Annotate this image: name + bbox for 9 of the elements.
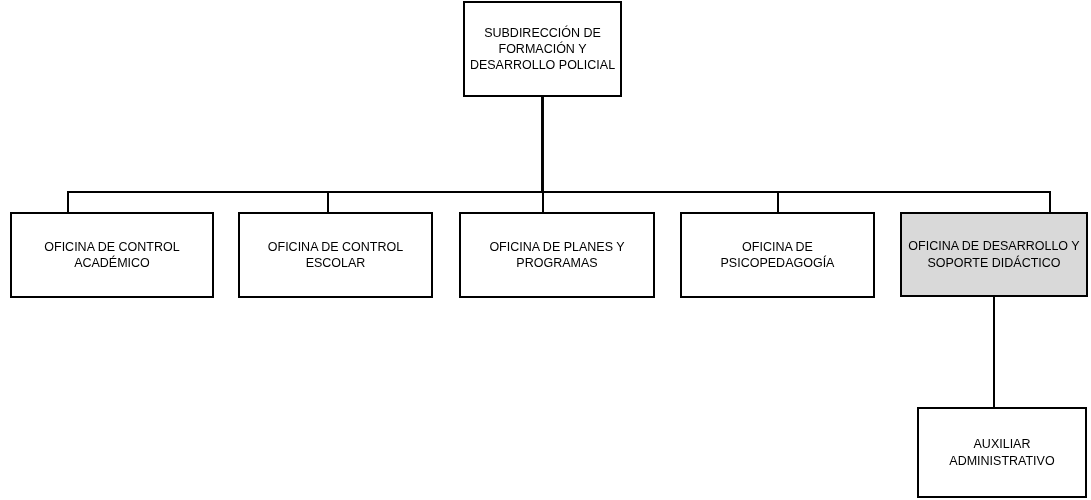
org-box: AUXILIAR ADMINISTRATIVO [917, 407, 1087, 498]
connector-line [993, 296, 995, 408]
org-box: OFICINA DE DESARROLLO Y SOPORTE DIDÁCTICO [900, 212, 1088, 297]
org-box: OFICINA DE PLANES Y PROGRAMAS [459, 212, 655, 298]
org-box: OFICINA DE CONTROL ESCOLAR [238, 212, 433, 298]
org-box: OFICINA DE PSICOPEDAGOGÍA [680, 212, 875, 298]
org-box: OFICINA DE CONTROL ACADÉMICO [10, 212, 214, 298]
org-box: SUBDIRECCIÓN DE FORMACIÓN Y DESARROLLO POLICIAL [463, 1, 622, 97]
connector-line [541, 96, 1051, 213]
